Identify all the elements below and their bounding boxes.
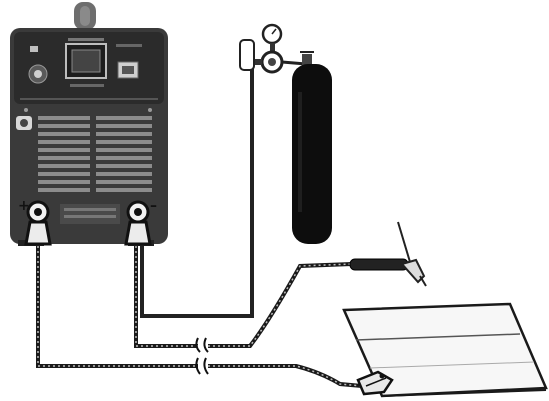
cylinder-valve[interactable] xyxy=(302,54,312,66)
ground-clamp[interactable] xyxy=(356,370,394,396)
welding-machine xyxy=(10,2,168,246)
cooling-vents xyxy=(38,116,152,192)
vent-slot xyxy=(96,116,152,120)
vent-slot xyxy=(96,164,152,168)
negative-terminal[interactable]: – xyxy=(124,198,157,246)
indicator-light xyxy=(30,46,38,52)
negative-symbol: – xyxy=(150,198,157,214)
vent-slot xyxy=(96,132,152,136)
torch-handle xyxy=(349,258,409,271)
torch-head xyxy=(400,258,426,284)
vent-slot xyxy=(38,188,90,192)
vent-slot xyxy=(38,132,90,136)
metal-workpiece xyxy=(342,302,548,398)
vent-slot xyxy=(38,164,90,168)
vent-slot xyxy=(96,148,152,152)
vent-slot xyxy=(38,148,90,152)
vent-slot xyxy=(38,180,90,184)
lower-plate xyxy=(60,204,120,224)
positive-symbol: + xyxy=(18,198,30,214)
vent-slot xyxy=(96,156,152,160)
vent-slot xyxy=(96,124,152,128)
welding-torch[interactable] xyxy=(349,221,427,287)
vent-slot xyxy=(96,188,152,192)
weld-seam xyxy=(355,333,521,341)
vent-slot xyxy=(96,172,152,176)
electrode-tip xyxy=(419,275,427,287)
vent-slot xyxy=(38,116,90,120)
torch-cable xyxy=(134,246,353,348)
vent-slot xyxy=(96,180,152,184)
vent-slot xyxy=(38,172,90,176)
vent-slot xyxy=(96,140,152,144)
cable-break-marker xyxy=(195,337,209,375)
tungsten-rod xyxy=(397,221,411,263)
vent-slot xyxy=(38,156,90,160)
pressure-regulator[interactable] xyxy=(239,23,314,74)
flowmeter-tube xyxy=(239,39,255,71)
vent-slot xyxy=(38,140,90,144)
gas-hose xyxy=(140,66,254,318)
positive-terminal[interactable]: + xyxy=(18,198,52,246)
workpiece-plate xyxy=(342,302,548,398)
gas-cylinder xyxy=(292,64,332,244)
vent-slot xyxy=(38,124,90,128)
